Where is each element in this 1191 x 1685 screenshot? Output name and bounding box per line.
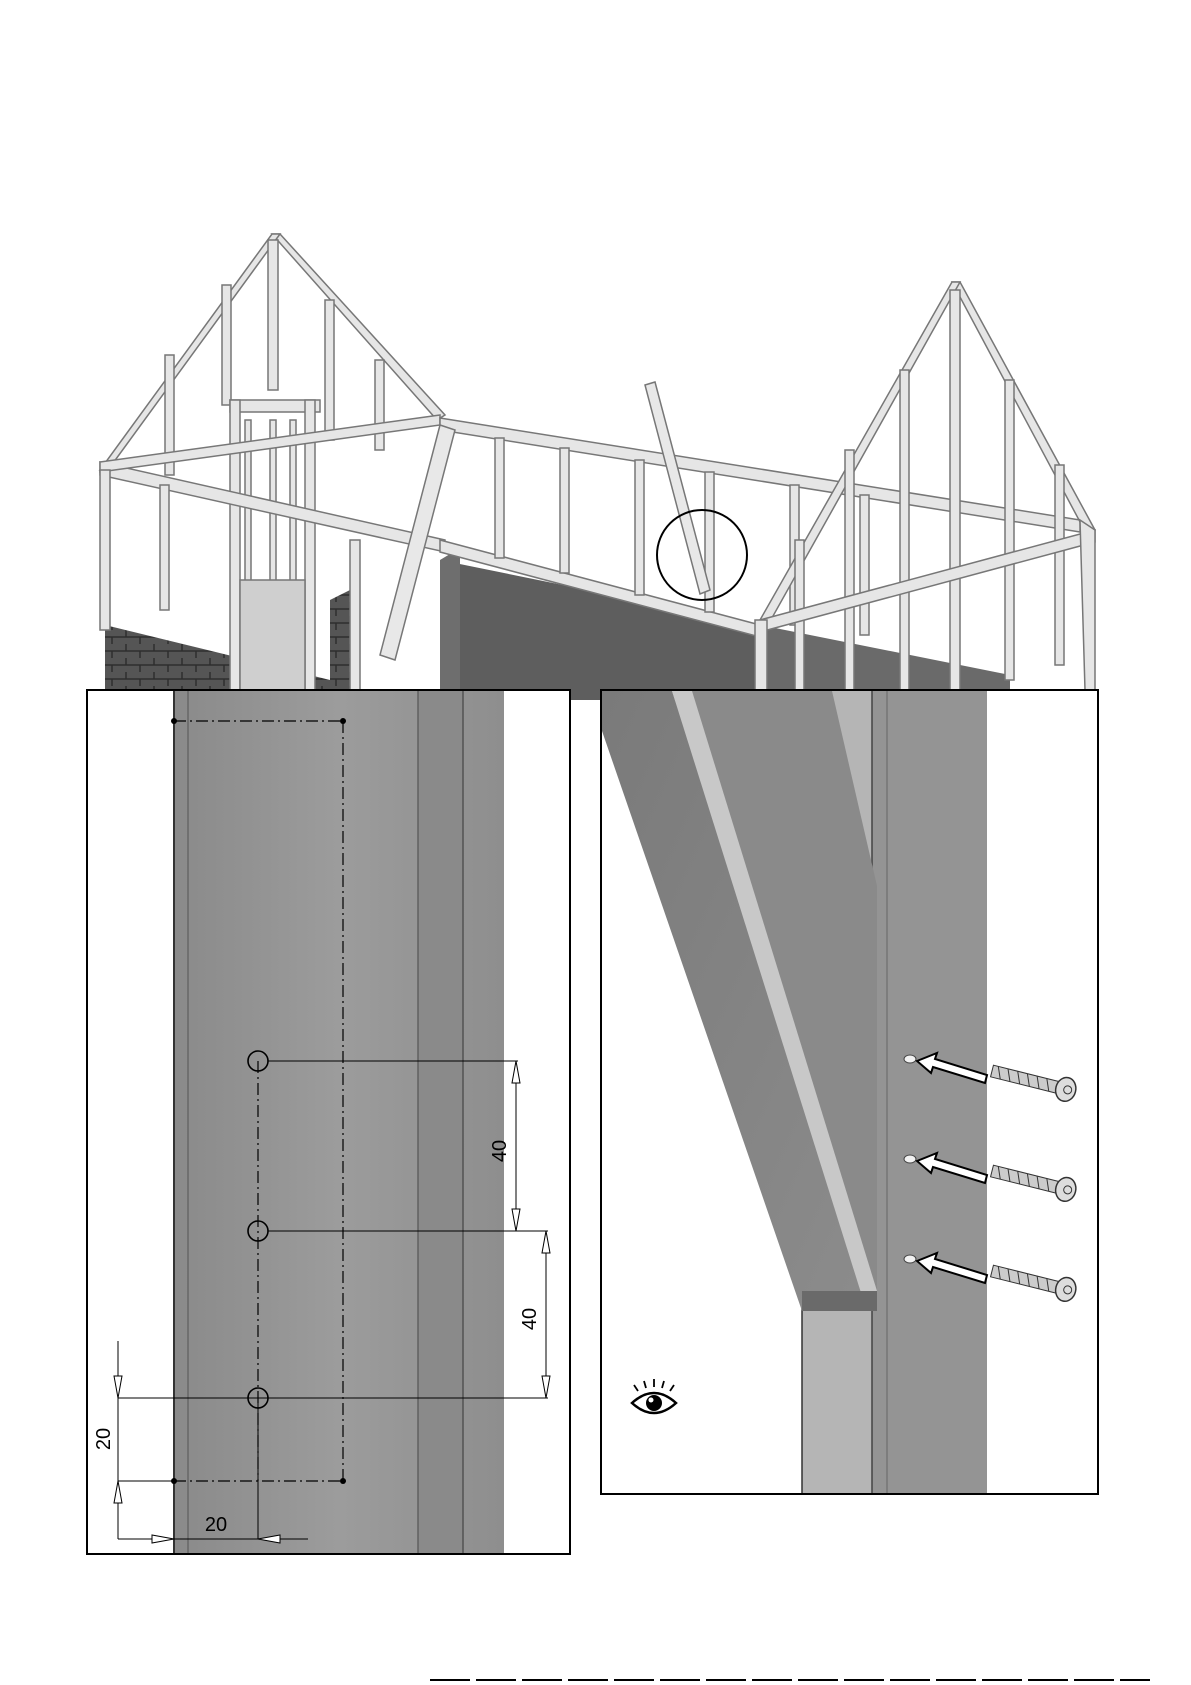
dimension-label-40-lower: 40 xyxy=(519,1308,541,1330)
screw-3 xyxy=(989,1259,1078,1303)
dimension-40-upper xyxy=(512,1061,520,1231)
dimension-label-20-vertical: 20 xyxy=(93,1428,115,1450)
drilling-detail-panel: 40 40 20 20 xyxy=(86,689,571,1555)
dimension-40-lower xyxy=(542,1231,550,1398)
dimension-label-20-horizontal: 20 xyxy=(205,1514,227,1536)
eye-icon xyxy=(632,1379,676,1413)
greenhouse-overview-illustration xyxy=(0,0,1191,700)
screw-detail-panel xyxy=(600,689,1099,1495)
screws xyxy=(989,1059,1078,1303)
right-end-rails xyxy=(1080,520,1095,690)
post-side xyxy=(418,691,463,1555)
page-footer-marks xyxy=(0,1675,1191,1685)
screw-detail-drawing xyxy=(602,691,1099,1495)
screw-1 xyxy=(989,1059,1078,1103)
drilling-detail-drawing: 40 40 20 20 xyxy=(88,691,571,1555)
diagonal-brace xyxy=(602,691,877,1311)
screw-2 xyxy=(989,1159,1078,1203)
diagonal-brace-detail xyxy=(645,382,710,594)
dimension-label-40-upper: 40 xyxy=(489,1140,511,1162)
